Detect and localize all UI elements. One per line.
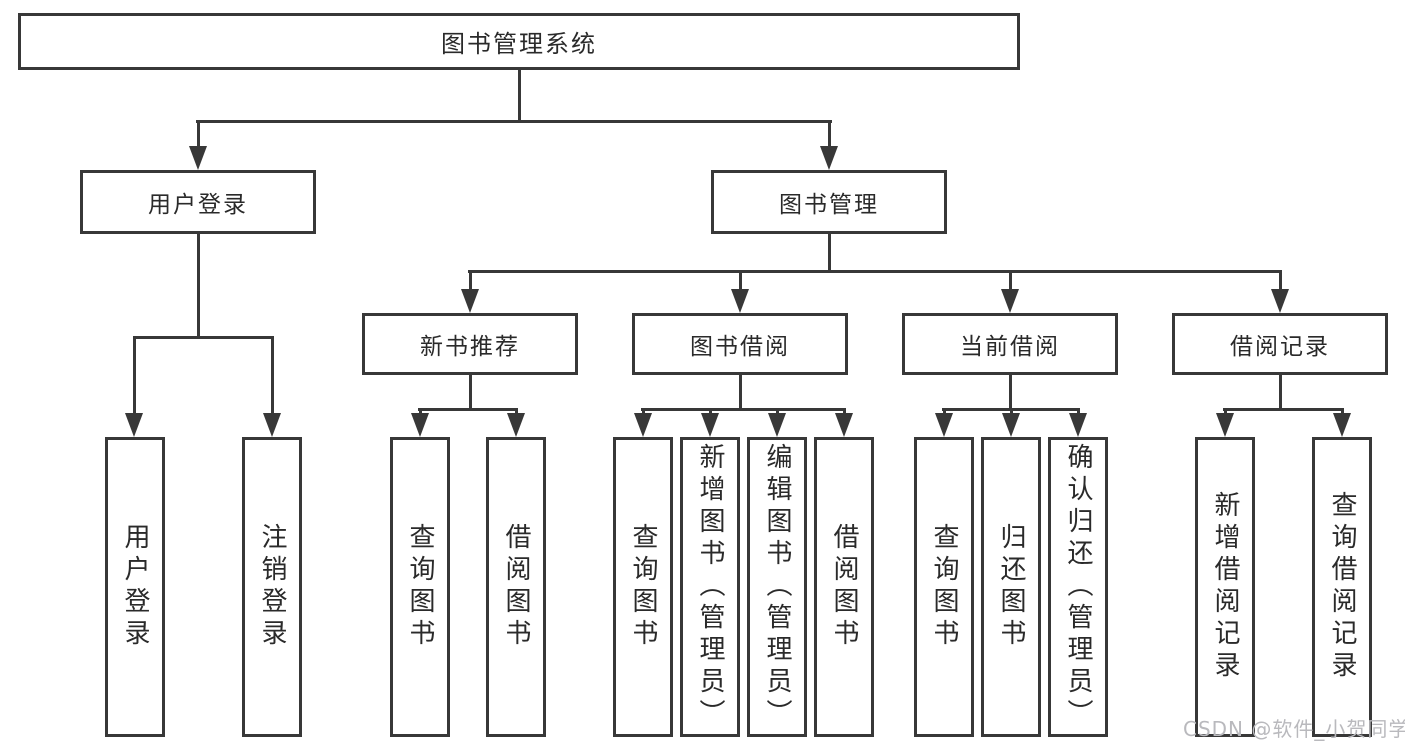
leaf-logout: 注销登录 <box>242 437 302 737</box>
connector-group-stem <box>739 375 742 408</box>
connector-leaf-drop <box>1077 408 1080 416</box>
connector-leaf-drop <box>1010 408 1013 416</box>
arrow-down-icon <box>1002 413 1020 437</box>
node-user-login: 用户登录 <box>80 170 316 234</box>
arrow-down-icon <box>1001 289 1019 313</box>
leaf-edit-books-admin: 编辑图书（管理员） <box>747 437 807 737</box>
connector-user-login-rail <box>133 336 274 339</box>
node-library-management-system: 图书管理系统 <box>18 13 1020 70</box>
arrow-down-icon <box>1271 289 1289 313</box>
connector-current-borrow-drop <box>1009 270 1012 292</box>
connector-leaf-drop <box>709 408 712 416</box>
node-book-borrowing: 图书借阅 <box>632 313 848 375</box>
connector-group-rail <box>1223 408 1344 411</box>
connector-leaf-drop <box>943 408 946 416</box>
connector-user-login-drop <box>197 120 200 150</box>
arrow-down-icon <box>1216 413 1234 437</box>
arrow-down-icon <box>189 146 207 170</box>
leaf-query-books-2: 查询图书 <box>613 437 673 737</box>
connector-group-stem <box>1009 375 1012 408</box>
leaf-query-borrow-record: 查询借阅记录 <box>1312 437 1372 737</box>
connector-group-stem <box>469 375 472 408</box>
connector-leaf-drop <box>419 408 422 416</box>
leaf-borrow-books-2: 借阅图书 <box>814 437 874 737</box>
connector-leaf-drop <box>642 408 645 416</box>
leaf-query-books-3: 查询图书 <box>914 437 974 737</box>
arrow-down-icon <box>731 289 749 313</box>
arrow-down-icon <box>461 289 479 313</box>
connector-book-mgmt-stem <box>828 234 831 270</box>
connector-leaf-drop <box>1341 408 1344 416</box>
connector-level2-rail <box>196 120 832 123</box>
arrow-down-icon <box>634 413 652 437</box>
connector-book-borrow-drop <box>739 270 742 292</box>
leaf-query-books-1: 查询图书 <box>390 437 450 737</box>
node-current-borrowing: 当前借阅 <box>902 313 1118 375</box>
connector-group-rail <box>641 408 846 411</box>
arrow-down-icon <box>820 146 838 170</box>
leaf-return-books: 归还图书 <box>981 437 1041 737</box>
node-borrowing-records: 借阅记录 <box>1172 313 1388 375</box>
connector-level3-rail <box>468 270 1282 273</box>
connector-leaf-drop <box>843 408 846 416</box>
arrow-down-icon <box>835 413 853 437</box>
connector-group-stem <box>1279 375 1282 408</box>
arrow-down-icon <box>411 413 429 437</box>
csdn-watermark: CSDN @软件_小贺同学 <box>1183 717 1405 741</box>
connector-borrow-records-drop <box>1279 270 1282 292</box>
arrow-down-icon <box>507 413 525 437</box>
connector-leaf-drop <box>776 408 779 416</box>
connector-login-drop <box>133 336 136 415</box>
connector-new-books-drop <box>469 270 472 292</box>
leaf-user-login: 用户登录 <box>105 437 165 737</box>
arrow-down-icon <box>263 413 281 437</box>
arrow-down-icon <box>1069 413 1087 437</box>
connector-leaf-drop <box>515 408 518 416</box>
leaf-borrow-books-1: 借阅图书 <box>486 437 546 737</box>
connector-user-login-stem <box>197 234 200 336</box>
arrow-down-icon <box>701 413 719 437</box>
connector-leaf-drop <box>1224 408 1227 416</box>
node-book-management: 图书管理 <box>711 170 947 234</box>
connector-book-mgmt-drop <box>828 120 831 150</box>
leaf-confirm-return-admin: 确认归还（管理员） <box>1048 437 1108 737</box>
connector-root-stem <box>518 70 521 120</box>
connector-logout-drop <box>271 336 274 415</box>
arrow-down-icon <box>1333 413 1351 437</box>
arrow-down-icon <box>768 413 786 437</box>
arrow-down-icon <box>125 413 143 437</box>
leaf-add-borrow-record: 新增借阅记录 <box>1195 437 1255 737</box>
leaf-add-books-admin: 新增图书（管理员） <box>680 437 740 737</box>
arrow-down-icon <box>935 413 953 437</box>
connector-group-rail <box>418 408 518 411</box>
node-new-book-recommend: 新书推荐 <box>362 313 578 375</box>
